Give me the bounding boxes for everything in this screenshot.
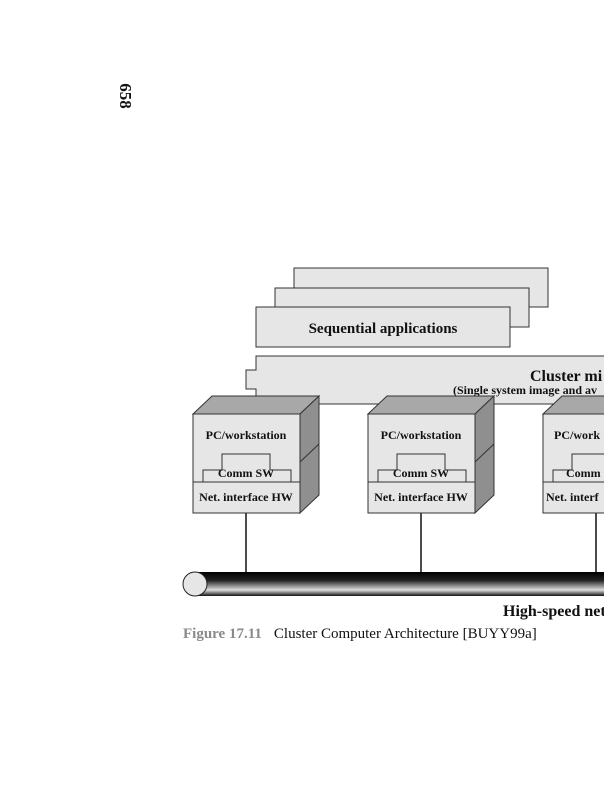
node-title: PC/work — [554, 428, 600, 442]
node-top-face — [191, 395, 321, 415]
node-front-face — [192, 413, 301, 514]
comm-sw-box — [202, 453, 292, 482]
node-front-face — [367, 413, 476, 514]
node-top-face — [541, 395, 604, 415]
comm-sw-label: Comm SW — [393, 466, 449, 480]
network-label: High-speed net — [503, 603, 604, 620]
node-side-divider — [474, 443, 495, 463]
node-title: PC/workstation — [206, 428, 287, 442]
apps-label: Sequential applications — [309, 321, 458, 337]
network-bus-end — [182, 571, 208, 597]
nic-label: Net. interf — [546, 490, 600, 504]
comm-sw-label: Comm SW — [218, 466, 274, 480]
comm-sw-label: Comm — [566, 466, 601, 480]
application-box-front — [255, 306, 511, 348]
node-side-face — [474, 394, 495, 515]
node-side-face — [299, 394, 320, 515]
caption-text: Cluster Computer Architecture [BUYY99a] — [273, 626, 537, 642]
middleware-subtitle: (Single system image and av — [453, 383, 597, 397]
node-side-divider — [299, 443, 320, 463]
figure-number: Figure 17.11 — [183, 626, 262, 642]
comm-sw-box — [552, 453, 604, 482]
comm-sw-box — [377, 453, 467, 482]
node-front-face — [542, 413, 604, 514]
nic-label: Net. interface HW — [374, 490, 468, 504]
nic-label: Net. interface HW — [199, 490, 293, 504]
node-title: PC/workstation — [381, 428, 462, 442]
network-bus — [195, 572, 604, 596]
figure-caption: Figure 17.11 Cluster Computer Architectur… — [183, 626, 537, 643]
middleware-title: Cluster mi — [530, 368, 603, 385]
node-top-face — [366, 395, 496, 415]
